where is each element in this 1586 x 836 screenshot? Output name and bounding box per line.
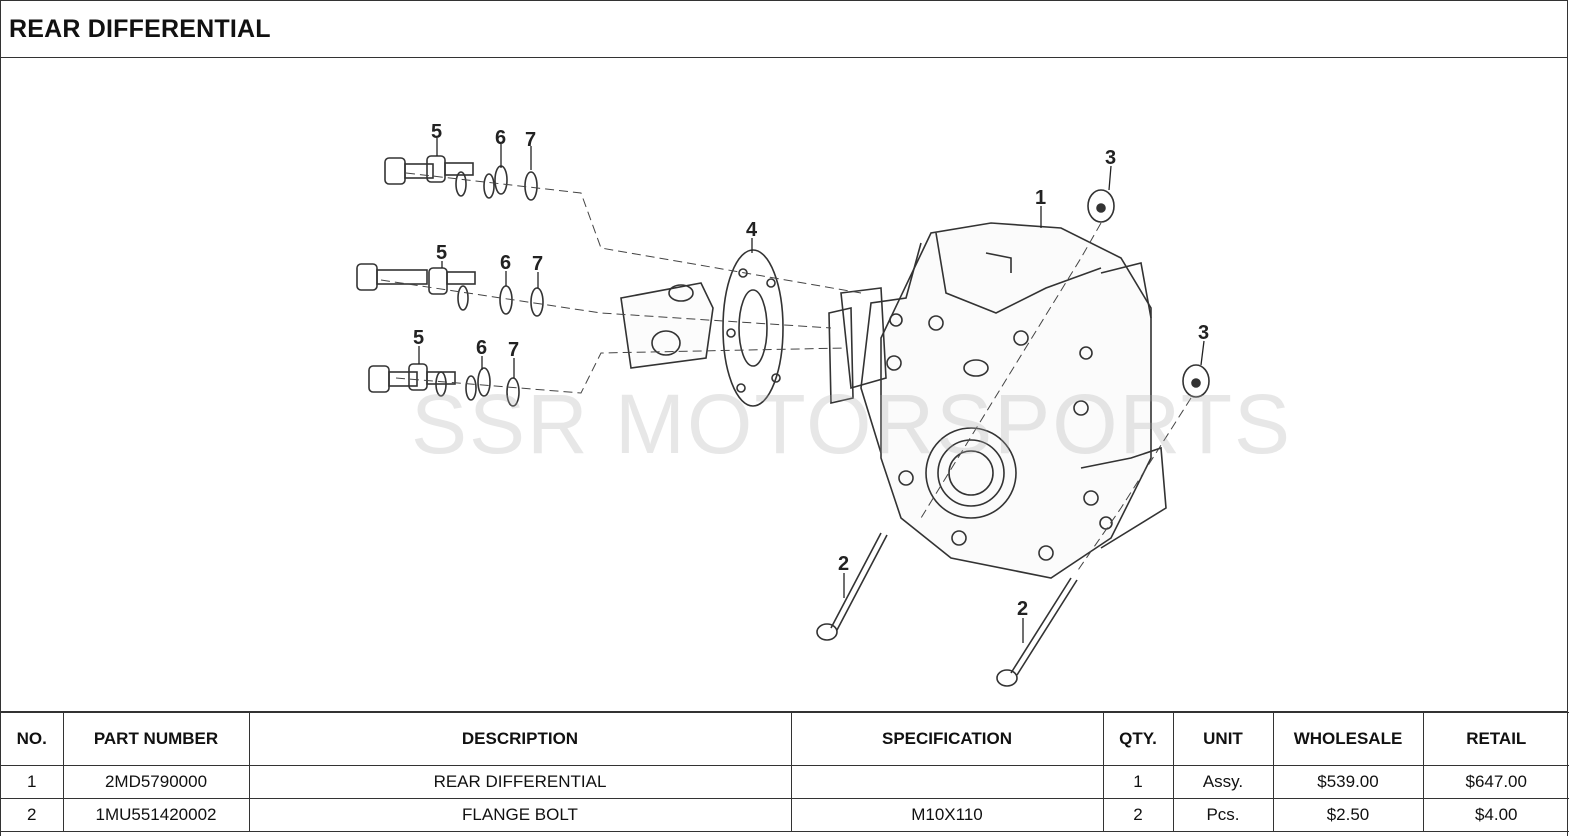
differential-drawing: 5 6 7 5 6 7 5 6 7 4 1 3 3 2 2: [356, 121, 1210, 687]
table-header-row: NO. PART NUMBER DESCRIPTION SPECIFICATIO…: [1, 712, 1569, 766]
assembly-lines: [380, 172, 1192, 574]
callout-leaders: [418, 138, 1205, 643]
bolts-drawing: [356, 155, 1210, 687]
cell-wholesale: $539.00: [1272, 765, 1424, 799]
header-description: DESCRIPTION: [248, 712, 792, 766]
cell-unit: Pcs.: [1172, 798, 1274, 832]
cell-specification: M10X110: [790, 798, 1104, 832]
cell-no: 2: [1, 798, 64, 832]
cell-part-number: 1MU551420002: [62, 798, 250, 832]
callout-3-top: 3: [1105, 147, 1116, 169]
table-row: 2 1MU551420002 FLANGE BOLT M10X110 2 Pcs…: [1, 798, 1569, 832]
callout-6-middle: 6: [500, 252, 511, 274]
table-row: 1 2MD5790000 REAR DIFFERENTIAL 1 Assy. $…: [1, 765, 1569, 799]
cell-retail: $4.00: [1422, 798, 1569, 832]
coupling-drawing: [620, 249, 887, 407]
callout-labels: 5 6 7 5 6 7 5 6 7 4 1 3 3 2 2: [413, 121, 1209, 620]
callout-6-bottom: 6: [476, 337, 487, 359]
header-part-number: PART NUMBER: [62, 712, 250, 766]
cell-qty: 2: [1102, 798, 1174, 832]
header-retail: RETAIL: [1422, 712, 1569, 766]
cell-qty: 1: [1102, 765, 1174, 799]
header-unit: UNIT: [1172, 712, 1274, 766]
cell-part-number: 2MD5790000: [62, 765, 250, 799]
callout-7-middle: 7: [532, 253, 543, 275]
cell-retail: $647.00: [1422, 765, 1569, 799]
cell-no: 1: [1, 765, 64, 799]
header-no: NO.: [1, 712, 64, 766]
cell-description: REAR DIFFERENTIAL: [248, 765, 792, 799]
title-bar: REAR DIFFERENTIAL: [1, 0, 1567, 58]
page-title: REAR DIFFERENTIAL: [9, 14, 271, 43]
differential-housing-drawing: [860, 222, 1167, 579]
callout-3-right: 3: [1198, 322, 1209, 344]
exploded-diagram: 5 6 7 5 6 7 5 6 7 4 1 3 3 2 2 SSR MOTORS…: [1, 58, 1567, 712]
callout-7-top: 7: [525, 129, 536, 151]
callout-1: 1: [1035, 187, 1046, 209]
callout-6-top: 6: [495, 127, 506, 149]
cell-specification: [790, 765, 1104, 799]
cell-unit: Assy.: [1172, 765, 1274, 799]
callout-7-bottom: 7: [508, 339, 519, 361]
header-qty: QTY.: [1102, 712, 1174, 766]
callout-2-left: 2: [838, 553, 849, 575]
header-wholesale: WHOLESALE: [1272, 712, 1424, 766]
callout-5-top: 5: [431, 121, 442, 143]
header-specification: SPECIFICATION: [790, 712, 1104, 766]
cell-description: FLANGE BOLT: [248, 798, 792, 832]
parts-table: NO. PART NUMBER DESCRIPTION SPECIFICATIO…: [1, 712, 1569, 832]
callout-5-middle: 5: [436, 242, 447, 264]
callout-4: 4: [746, 219, 758, 241]
callout-2-right: 2: [1017, 598, 1028, 620]
cell-wholesale: $2.50: [1272, 798, 1424, 832]
callout-5-bottom: 5: [413, 327, 424, 349]
